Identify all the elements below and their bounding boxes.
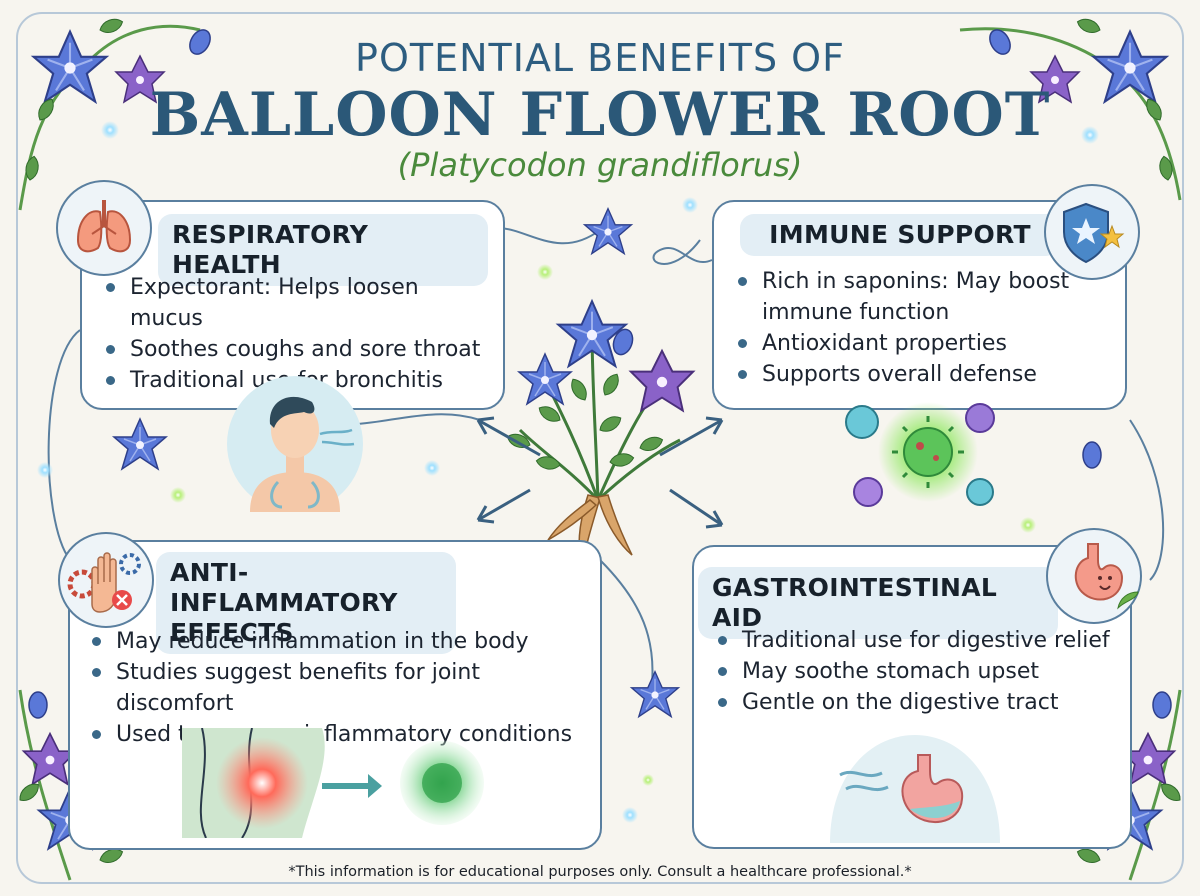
card-anti-inflammatory: ANTI-INFLAMMATORY EFFECTS May reduce inf…: [68, 540, 602, 850]
lungs-icon: [56, 180, 152, 276]
bullet-item: May soothe stomach upset: [708, 656, 1128, 687]
arrows: [476, 416, 724, 529]
sparkle-dots: [37, 121, 1099, 823]
immune-cells-illustration: [840, 392, 1010, 516]
outer-frame: [16, 12, 1184, 884]
bullet-list: Traditional use for digestive relief May…: [708, 625, 1128, 718]
bullet-item: Antioxidant properties: [728, 328, 1108, 359]
bullet-item: May reduce inflammation in the body: [82, 626, 602, 657]
bullet-item: Rich in saponins: May boost immune funct…: [728, 266, 1108, 328]
card-heading: ANTI-INFLAMMATORY EFFECTS: [156, 552, 456, 654]
bullet-item: Studies suggest benefits for joint disco…: [82, 657, 602, 719]
inflammation-relief-illustration: [182, 727, 502, 839]
card-heading: GASTROINTESTINAL AID: [698, 567, 1058, 639]
bullet-list: Rich in saponins: May boost immune funct…: [728, 266, 1108, 390]
card-heading: RESPIRATORY HEALTH: [158, 214, 488, 286]
title-line-2: BALLOON FLOWER ROOT: [149, 80, 1051, 150]
shield-star-icon: [1044, 184, 1140, 280]
title-line-1: POTENTIAL BENEFITS OF: [355, 36, 845, 80]
bullet-item: Gentle on the digestive tract: [708, 687, 1128, 718]
bullet-list: Expectorant: Helps loosen mucus Soothes …: [96, 272, 496, 396]
stomach-icon: [1046, 528, 1142, 624]
card-heading: IMMUNE SUPPORT: [740, 214, 1060, 256]
hand-gears-icon: [58, 532, 154, 628]
breathing-person-illustration: [220, 372, 370, 512]
scientific-name: (Platycodon grandiflorus): [397, 146, 803, 184]
card-respiratory: RESPIRATORY HEALTH Expectorant: Helps lo…: [80, 200, 505, 410]
bullet-item: Supports overall defense: [728, 359, 1108, 390]
disclaimer: *This information is for educational pur…: [288, 864, 912, 880]
bullet-item: Expectorant: Helps loosen mucus: [96, 272, 496, 334]
balloon-flower-plant-illustration: [504, 300, 695, 566]
bullet-item: Traditional use for digestive relief: [708, 625, 1128, 656]
stomach-illustration: [830, 735, 1000, 843]
bullet-item: Soothes coughs and sore throat: [96, 334, 496, 365]
